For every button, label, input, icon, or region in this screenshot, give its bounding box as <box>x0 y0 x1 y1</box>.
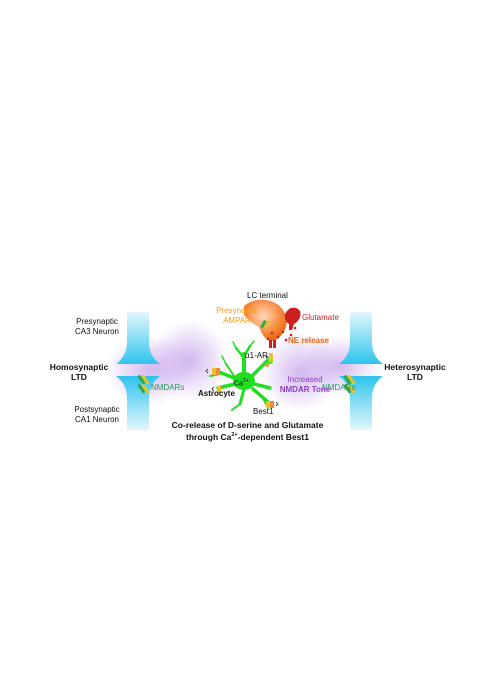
right-nmdars-label: NMDARs <box>322 383 356 392</box>
astrocyte-icon <box>209 340 273 411</box>
lc-terminal-label: LC terminal <box>247 291 288 300</box>
best1-label: Best1 <box>253 407 274 416</box>
alpha1-ar-label: α1-AR <box>245 351 268 360</box>
caption: Co-release of D-serine and Glutamate thr… <box>171 420 324 442</box>
nmdar-tone-label: Increased NMDAR Tone <box>279 375 331 394</box>
left-synapse-icon <box>116 312 160 430</box>
vesicle-icon <box>266 326 297 342</box>
right-nmdar-receptor-icon <box>343 374 356 394</box>
lc-terminal-icon <box>244 299 287 341</box>
best1-channel-icon <box>266 401 279 408</box>
astrocyte-label: Astrocyte <box>198 389 235 398</box>
alpha1-ar-receptor-icon <box>265 340 276 367</box>
calcium-label: Ca2+ <box>234 378 249 388</box>
right-synapse-icon <box>339 312 383 430</box>
left-nmdars-label: NMDARs <box>151 383 185 392</box>
glutamate-icon <box>284 307 301 330</box>
left-nmdar-receptor-icon <box>137 374 150 394</box>
glutamate-label: Glutamate <box>302 313 339 322</box>
left-astro-channel-icon <box>205 368 221 393</box>
ne-release-label: NE release <box>288 336 329 345</box>
